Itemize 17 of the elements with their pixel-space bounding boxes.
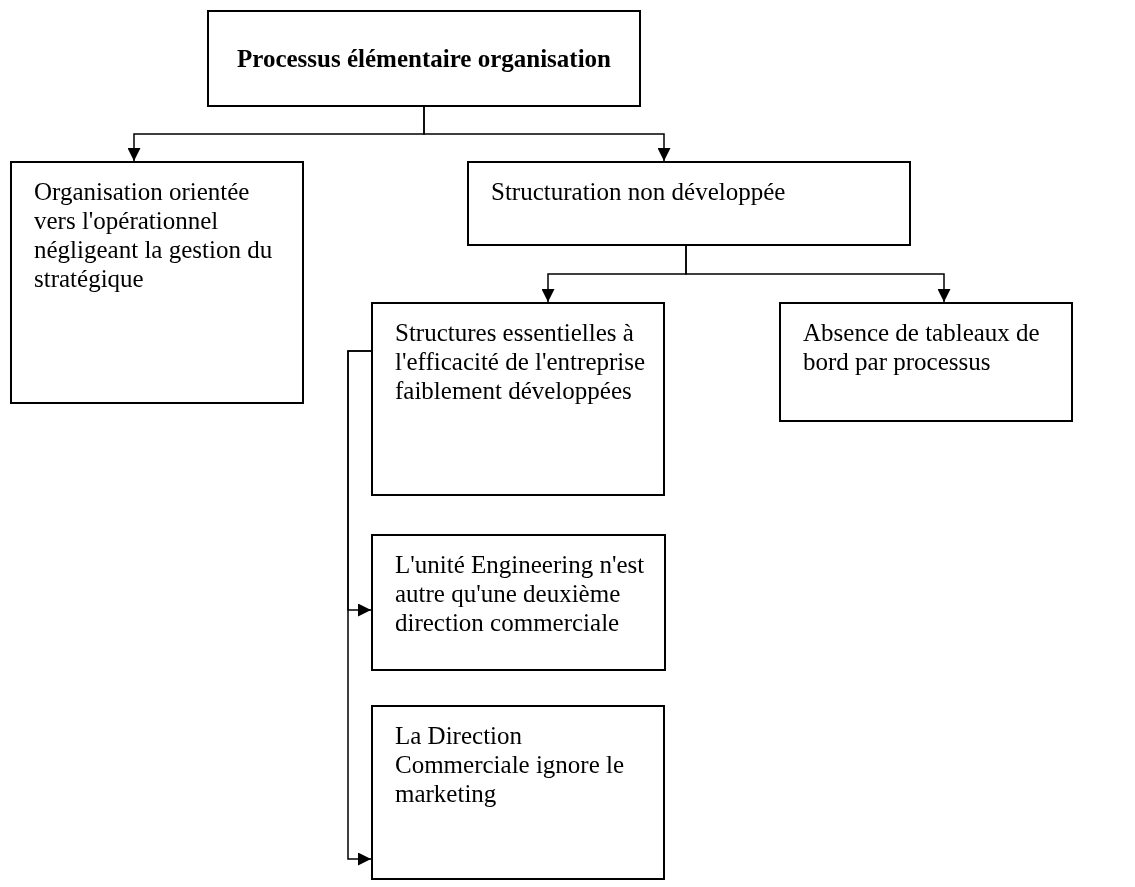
box-text: Absence de tableaux de bord par processus (803, 318, 1041, 376)
connector-arrow (347, 350, 372, 866)
process-box (371, 534, 666, 671)
process-box (371, 705, 665, 880)
connector-arrow (685, 245, 951, 303)
process-box (467, 161, 911, 246)
box-text: Structures essentielles à l'efficacité de l'entreprise faiblement développées (395, 318, 647, 405)
box-text: Organisation orientée vers l'opérationnel négligeant la gestion du stratégique (34, 177, 274, 293)
process-box (371, 302, 665, 496)
box-text: La Direction Commerciale ignore le marketing (395, 721, 626, 808)
process-box (10, 161, 304, 404)
title-box (207, 10, 641, 107)
box-text: L'unité Engineering n'est autre qu'une deuxième direction commerciale (395, 550, 646, 637)
box-text: Structuration non développée (491, 177, 787, 206)
process-box (779, 302, 1073, 422)
heading-text: Processus élémentaire organisation (237, 44, 611, 73)
connector-arrow (423, 106, 671, 162)
